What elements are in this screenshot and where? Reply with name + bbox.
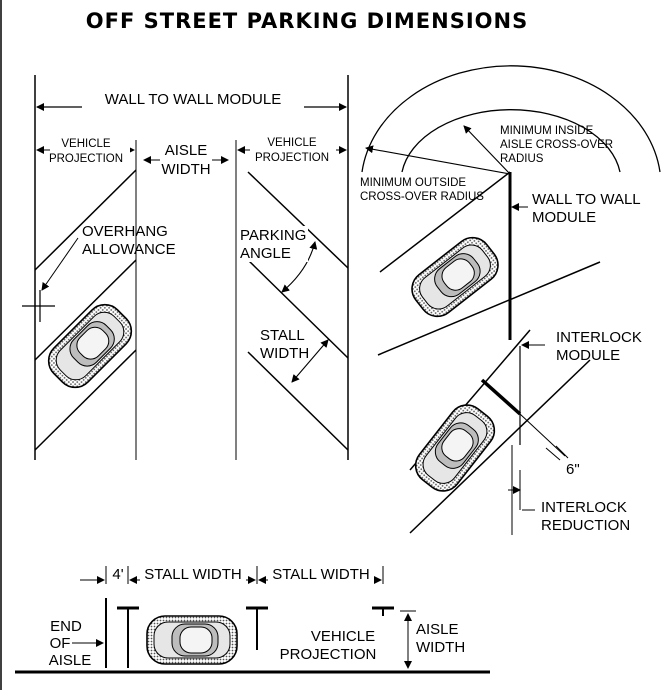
aisle-label-bottom-left: AISLE	[49, 652, 92, 669]
stall-width-label-2: STALL WIDTH	[272, 566, 370, 583]
parking-angle-arc	[281, 241, 318, 293]
vehicle-label-left: VEHICLE	[61, 138, 111, 150]
module-label-right: MODULE	[532, 209, 596, 226]
end-label: END	[50, 618, 82, 635]
stall-width-dimension	[291, 339, 329, 383]
stall-line-right-2	[247, 259, 349, 359]
min-inside-label-3: RADIUS	[500, 153, 544, 165]
inside-radius-arrow	[463, 125, 511, 175]
car-icon-lower	[407, 396, 503, 500]
stall-line-left-3	[34, 349, 137, 451]
stall-width-label-1: STALL WIDTH	[144, 566, 242, 583]
projection-label-right: PROJECTION	[255, 152, 329, 164]
car-icon-bottom	[146, 615, 238, 665]
min-inside-label-1: MINIMUM INSIDE	[500, 125, 594, 137]
overhang-label: OVERHANG	[82, 223, 168, 240]
aisle-label-bottom-right: AISLE	[416, 621, 459, 638]
wheel-stop-1	[117, 606, 139, 668]
outside-radius-arrow	[365, 145, 511, 175]
inside-radius-arc	[401, 109, 621, 173]
stall-line-right-3	[247, 351, 349, 451]
width-label-top: WIDTH	[161, 161, 210, 178]
wall-to-wall-module-label: WALL TO WALL MODULE	[105, 91, 281, 108]
angle-label: ANGLE	[240, 245, 291, 262]
reduction-label: REDUCTION	[541, 517, 630, 534]
four-ft-label: 4'	[112, 566, 123, 583]
wall-to-wall-label: WALL TO WALL	[532, 191, 641, 208]
min-inside-label-2: AISLE CROSS-OVER	[500, 139, 613, 151]
car-icon-angled-left	[40, 296, 140, 396]
interlock-label-lower: INTERLOCK	[541, 499, 627, 516]
of-label: OF	[50, 635, 71, 652]
lower-stall-line-2	[409, 359, 591, 534]
interlock-label-upper: INTERLOCK	[556, 329, 642, 346]
stall-label: STALL	[260, 327, 305, 344]
min-outside-label-1: MINIMUM OUTSIDE	[360, 177, 466, 189]
aisle-label-top: AISLE	[165, 142, 208, 159]
interlock-edge	[480, 378, 522, 416]
min-outside-label-2: CROSS-OVER RADIUS	[360, 191, 484, 203]
stall-line-left-2	[34, 259, 137, 361]
interlock-diagram: MINIMUM INSIDE AISLE CROSS-OVER RADIUS M…	[360, 65, 661, 535]
six-inch-label: 6"	[566, 461, 580, 478]
upper-stall-line-1	[379, 171, 511, 273]
end-of-aisle-diagram: 4' STALL WIDTH STALL WIDTH END OF AISLE …	[15, 566, 490, 674]
width-label-bottom-right: WIDTH	[416, 639, 465, 656]
page-title: OFF STREET PARKING DIMENSIONS	[86, 9, 528, 33]
outside-radius-arc	[361, 65, 661, 173]
projection-label-bottom: PROJECTION	[280, 646, 377, 663]
vehicle-label-bottom: VEHICLE	[311, 628, 375, 645]
interlock-module-label: MODULE	[556, 347, 620, 364]
projection-label-left: PROJECTION	[49, 153, 123, 165]
parking-label: PARKING	[240, 227, 306, 244]
allowance-label: ALLOWANCE	[82, 241, 176, 258]
stall-width-label: WIDTH	[260, 345, 309, 362]
wall-to-wall-diagram: WALL TO WALL MODULE VEHICLE PROJECTION A…	[22, 75, 349, 460]
stall-line-right-1	[247, 171, 349, 269]
six-inch-tick-a	[545, 447, 561, 461]
upper-stall-line-2	[377, 261, 601, 356]
stall-line-left-1	[34, 169, 137, 271]
six-inch-leader	[519, 413, 566, 457]
car-icon-upper	[403, 229, 507, 325]
six-inch-tick-b	[555, 445, 569, 459]
wheel-stop-3	[372, 606, 394, 616]
wheel-stop-2	[246, 606, 268, 650]
vehicle-label-right: VEHICLE	[267, 137, 317, 149]
overhang-leader-arrow	[41, 237, 79, 291]
